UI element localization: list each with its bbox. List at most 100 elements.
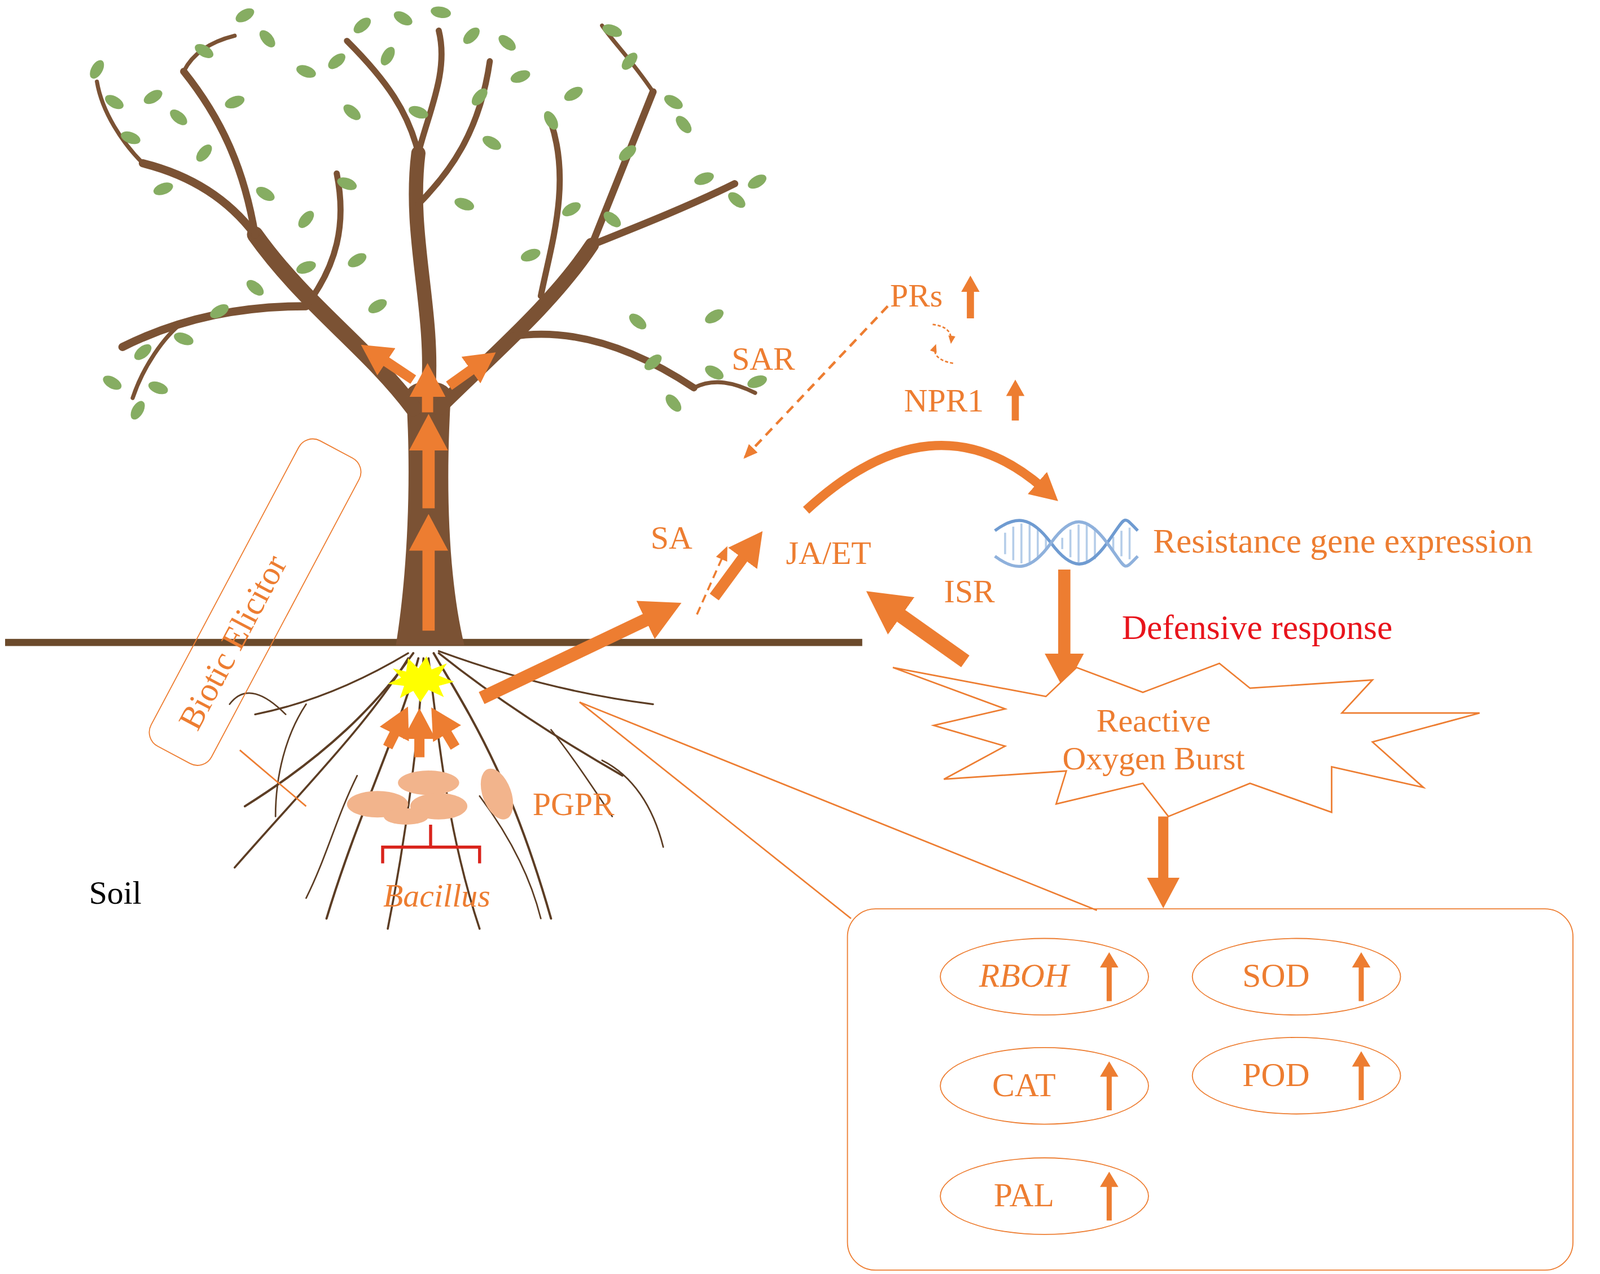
leaf bbox=[459, 24, 483, 47]
sar-dashed-arrow bbox=[744, 305, 888, 458]
induction-arrow bbox=[443, 726, 456, 747]
organism-label: PGPR bbox=[532, 786, 615, 823]
hormone-label: JA/ET bbox=[786, 535, 872, 572]
leaf bbox=[452, 195, 476, 213]
enzyme-ellipse: POD bbox=[1191, 1036, 1402, 1115]
up-arrow bbox=[1006, 379, 1025, 421]
leaf bbox=[559, 199, 583, 219]
node-label: POD bbox=[1242, 1055, 1351, 1095]
node-label: SOD bbox=[1242, 957, 1351, 997]
increase-arrow bbox=[1098, 1061, 1120, 1111]
leaf bbox=[662, 91, 686, 112]
leaf bbox=[480, 132, 504, 153]
burst-polygon bbox=[892, 663, 1480, 817]
protein-label: NPR1 bbox=[904, 383, 984, 420]
branch bbox=[183, 35, 235, 72]
leaf bbox=[295, 207, 317, 231]
leaf bbox=[294, 258, 318, 276]
root-line bbox=[305, 775, 357, 898]
leaf bbox=[119, 129, 143, 147]
dna-rungs bbox=[1005, 523, 1130, 564]
leaf bbox=[102, 91, 126, 112]
branch bbox=[347, 40, 419, 153]
soil-label: Soil bbox=[89, 874, 142, 911]
leaf bbox=[616, 142, 639, 164]
elicitor-leader-line bbox=[239, 750, 307, 806]
leaf bbox=[468, 85, 491, 109]
leaf bbox=[131, 341, 155, 363]
branch bbox=[592, 183, 735, 245]
leaf bbox=[141, 86, 165, 107]
tree-leaves bbox=[86, 5, 769, 423]
trunk-arrow bbox=[422, 440, 436, 508]
root-line bbox=[229, 693, 286, 715]
isr-arrow bbox=[891, 608, 966, 661]
leaf bbox=[243, 277, 267, 299]
leaf bbox=[377, 44, 398, 68]
branch bbox=[97, 81, 143, 164]
root-line bbox=[255, 652, 409, 714]
leaf bbox=[146, 379, 170, 397]
burst-shape: Reactive Oxygen Burst bbox=[892, 663, 1480, 817]
node-label: PAL bbox=[993, 1176, 1096, 1216]
tree-roots bbox=[229, 651, 664, 929]
increase-arrow bbox=[1351, 952, 1372, 1002]
pathway-label: SAR bbox=[731, 341, 796, 378]
branch bbox=[418, 60, 490, 204]
leaf bbox=[725, 189, 748, 211]
up-arrow bbox=[1099, 1061, 1119, 1111]
dna-icon bbox=[994, 519, 1138, 567]
leaf bbox=[692, 169, 716, 188]
leaf bbox=[233, 5, 257, 25]
leaf bbox=[430, 5, 453, 20]
leaf bbox=[519, 246, 543, 264]
leaf bbox=[365, 296, 389, 317]
leaf bbox=[100, 372, 124, 393]
trunk-arrow bbox=[422, 540, 436, 631]
bacteria bbox=[347, 764, 520, 825]
increase-arrow bbox=[1098, 1171, 1120, 1221]
bacillus-bracket bbox=[382, 824, 480, 864]
enzyme-panel: RBOH SOD CAT POD PAL bbox=[847, 908, 1574, 1271]
leaf bbox=[345, 250, 369, 270]
leaf bbox=[672, 112, 695, 136]
leaf bbox=[745, 171, 769, 192]
trunk-arrow bbox=[449, 365, 479, 386]
cycle-arrow bbox=[934, 344, 953, 364]
branch bbox=[693, 382, 755, 393]
npr1-curved-arrow bbox=[805, 445, 1043, 511]
leaf bbox=[495, 32, 519, 54]
branch bbox=[183, 71, 256, 235]
leaf bbox=[222, 93, 247, 111]
leaf bbox=[702, 362, 726, 383]
root-line bbox=[275, 704, 306, 817]
increase-arrow bbox=[1351, 1050, 1372, 1100]
root-line bbox=[438, 651, 653, 705]
leaf bbox=[601, 208, 624, 230]
leaf bbox=[541, 108, 561, 133]
leaf bbox=[335, 174, 359, 193]
hormone-label: SA bbox=[650, 519, 693, 556]
induction-arrow bbox=[387, 726, 398, 747]
leaf bbox=[294, 62, 318, 81]
enzyme-ellipse: RBOH bbox=[939, 937, 1150, 1016]
leaf bbox=[256, 27, 278, 50]
response-label: Defensive response bbox=[1121, 608, 1393, 647]
enzyme-ellipse: CAT bbox=[939, 1046, 1150, 1125]
node-label: CAT bbox=[992, 1066, 1097, 1106]
leaf bbox=[127, 398, 148, 422]
branch bbox=[438, 244, 592, 409]
root-line bbox=[244, 652, 414, 806]
leaf bbox=[172, 330, 196, 348]
induction-arrow bbox=[414, 730, 425, 758]
bacterium bbox=[474, 764, 520, 824]
leaf bbox=[662, 391, 685, 415]
branch bbox=[540, 122, 560, 296]
node-label: Biotic Elicitor bbox=[156, 549, 296, 764]
leaf bbox=[351, 14, 374, 37]
leaf bbox=[340, 101, 364, 124]
leaf bbox=[192, 41, 216, 61]
leaf bbox=[391, 8, 415, 29]
leaf bbox=[509, 67, 533, 86]
